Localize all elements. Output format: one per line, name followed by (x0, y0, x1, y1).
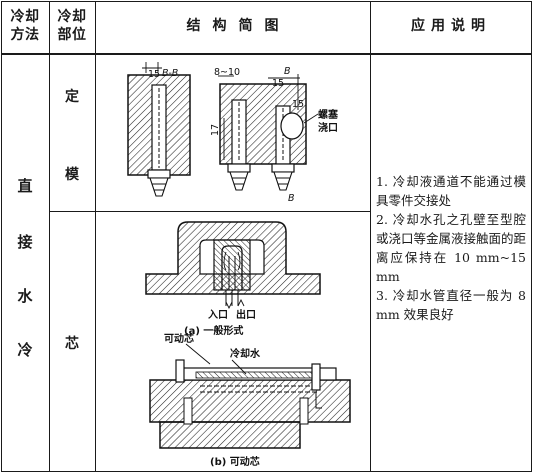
dim-15-right-a: 15 (272, 78, 284, 89)
method-char-3: 水 (17, 287, 33, 305)
note-2: 2. 冷却水孔之孔壁至型腔或浇口等金属液接触面的距离应保持在 10 mm~15 … (376, 212, 527, 284)
header-divider (1, 53, 532, 55)
method-char-4: 冷 (17, 341, 33, 359)
row-divider (49, 211, 370, 213)
col-divider-2 (95, 1, 97, 472)
col-divider-1 (49, 1, 51, 472)
label-outlet: 出口 (236, 308, 256, 321)
caption-general-form: (a) 一般形式 (184, 324, 243, 337)
label-inlet: 入口 (208, 309, 228, 321)
header-cooling-part: 冷却 部位 (49, 8, 95, 44)
header-structure-diagram: 结构简图 (186, 18, 291, 34)
section-label-b-top: B (284, 66, 291, 77)
label-cooling-water: 冷却水 (230, 347, 261, 360)
col-divider-3 (370, 1, 372, 472)
part-fixed-char-2: 模 (65, 167, 79, 183)
header-cooling-method: 冷却 方法 (1, 8, 49, 44)
label-movable-core: 可动芯 (164, 332, 194, 345)
header-application-notes: 应用说明 (411, 18, 491, 34)
header-cooling-part-line1: 冷却 (57, 9, 87, 25)
label-gate: 浇口 (318, 121, 338, 134)
dim-15-left: 15 (148, 69, 160, 80)
movable-core-figure (149, 343, 351, 449)
header-cooling-method-line2: 方法 (10, 27, 40, 43)
note-1: 1. 冷却液通道不能通过模具零件交接处 (376, 174, 526, 208)
label-plug: 螺塞 (318, 108, 339, 121)
core-general-form-figure (145, 221, 321, 310)
dim-15-right-b: 15 (292, 99, 304, 110)
part-fixed-char-1: 定 (65, 89, 79, 105)
part-core-char: 芯 (65, 336, 79, 352)
fixed-mold-section-right (218, 74, 319, 191)
section-label-b-bottom: B (288, 193, 295, 204)
dim-17: 17 (210, 124, 221, 136)
caption-movable-core: (b) 可动芯 (210, 455, 260, 468)
method-char-1: 直 (17, 177, 33, 195)
header-cooling-method-line1: 冷却 (10, 9, 40, 25)
application-notes: 1. 冷却液通道不能通过模具零件交接处 2. 冷却水孔之孔壁至型腔或浇口等金属液… (376, 172, 526, 324)
header-cooling-part-line2: 部位 (57, 27, 87, 43)
method-char-2: 接 (17, 233, 33, 251)
note-3: 3. 冷却水管直径一般为 8 mm 效果良好 (376, 288, 526, 322)
dim-8-10: 8~10 (214, 67, 240, 78)
fixed-mold-section-left (127, 62, 191, 197)
section-label-bb: B-B (162, 68, 178, 79)
